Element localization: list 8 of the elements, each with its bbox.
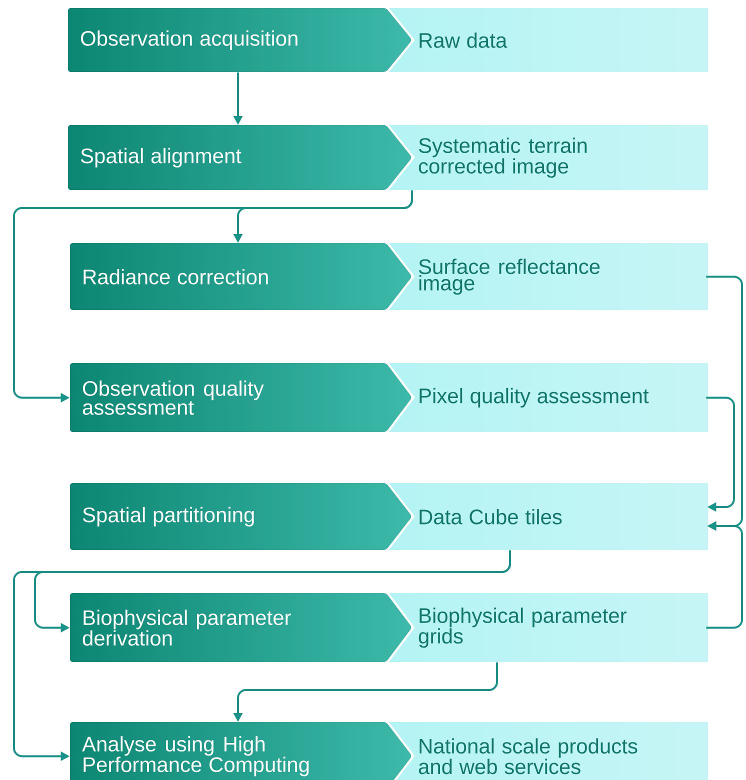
output-box: Data Cube tiles [389, 483, 708, 550]
output-box: Pixel quality assessment [389, 363, 708, 432]
output-box: Biophysical parameter grids [389, 593, 708, 662]
output-box: National scale products and web services [389, 722, 708, 780]
output-box: Raw data [389, 8, 708, 72]
output-box: Systematic terrain corrected image [389, 125, 708, 190]
arrow [706, 396, 735, 512]
output-box: Surface reflectance image [389, 243, 708, 310]
